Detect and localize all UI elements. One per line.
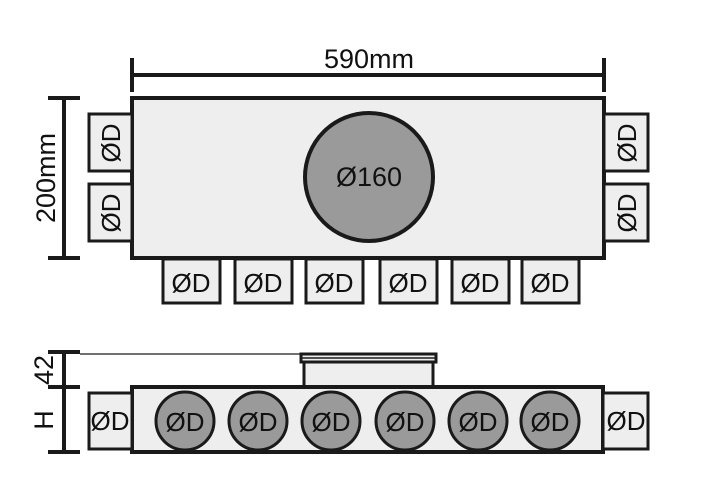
right-port: ØD xyxy=(602,112,650,173)
top-view: 590mm 200mm Ø160 ØD ØD ØD ØD xyxy=(31,44,650,305)
box-height-label: H xyxy=(29,410,59,430)
round-port-label: ØD xyxy=(531,407,570,437)
left-port: ØD xyxy=(87,182,134,243)
bottom-port-label: ØD xyxy=(244,268,283,298)
bottom-port-label: ØD xyxy=(461,268,500,298)
main-outlet xyxy=(303,111,435,243)
round-port: ØD xyxy=(519,390,581,452)
width-dimension-label: 590mm xyxy=(324,44,414,74)
round-port-label: ØD xyxy=(459,407,498,437)
right-port: ØD xyxy=(602,182,650,243)
right-port-label: ØD xyxy=(612,124,642,163)
bottom-port: ØD xyxy=(161,257,222,305)
height-dimension-label: 200mm xyxy=(31,133,61,223)
round-port: ØD xyxy=(227,390,289,452)
bottom-port-label: ØD xyxy=(172,268,211,298)
round-port-label: ØD xyxy=(166,407,205,437)
round-port: ØD xyxy=(154,390,216,452)
left-port-label: ØD xyxy=(96,194,126,233)
main-outlet-label: Ø160 xyxy=(336,162,402,192)
outlet-collar xyxy=(299,352,438,389)
width-dimension xyxy=(130,58,606,92)
bottom-port-label: ØD xyxy=(389,268,428,298)
height-dimension xyxy=(48,96,80,260)
bottom-port: ØD xyxy=(450,257,511,305)
right-port-label: ØD xyxy=(612,194,642,233)
collar-height-label: 42 xyxy=(29,355,59,385)
side-left-port-label: ØD xyxy=(91,406,130,436)
round-port: ØD xyxy=(447,390,509,452)
side-right-port: ØD xyxy=(601,391,650,451)
side-right-port-label: ØD xyxy=(607,406,646,436)
round-port-label: ØD xyxy=(312,407,351,437)
left-port: ØD xyxy=(87,112,134,173)
round-port-label: ØD xyxy=(386,407,425,437)
bottom-port: ØD xyxy=(378,257,439,305)
side-left-port: ØD xyxy=(87,391,134,451)
round-port: ØD xyxy=(300,390,362,452)
bottom-port: ØD xyxy=(304,257,365,305)
side-view: 42 H ØD ØD ØD ØD ØD xyxy=(29,350,650,454)
round-port-label: ØD xyxy=(239,407,278,437)
round-port: ØD xyxy=(374,390,436,452)
side-dimension xyxy=(48,350,80,454)
bottom-port-label: ØD xyxy=(315,268,354,298)
bottom-port: ØD xyxy=(520,257,581,305)
bottom-port: ØD xyxy=(233,257,294,305)
bottom-port-label: ØD xyxy=(531,268,570,298)
left-port-label: ØD xyxy=(96,124,126,163)
